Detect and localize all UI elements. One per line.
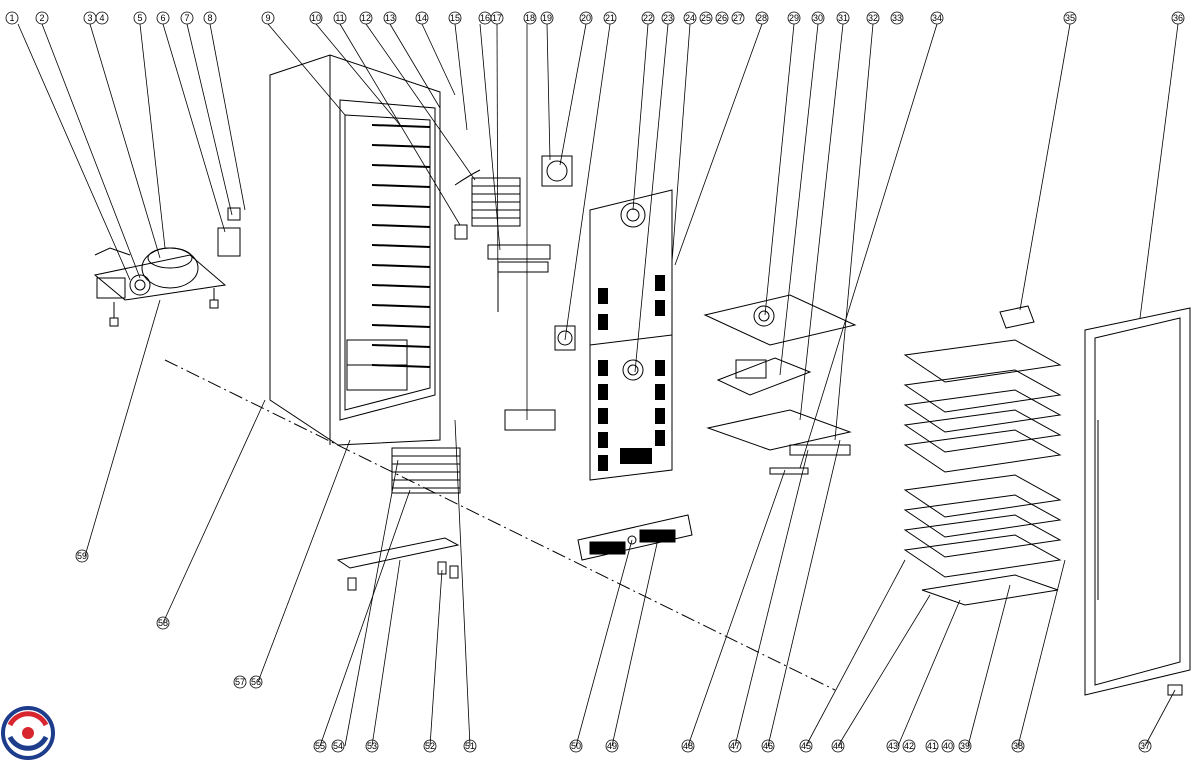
logo-blue-arc [7, 735, 49, 751]
callout-label: 6 [160, 13, 165, 23]
callout-label: 14 [417, 13, 427, 23]
callout-label: 52 [425, 741, 435, 751]
callout-label: 10 [311, 13, 321, 23]
callout-label: 41 [927, 741, 937, 751]
callout-label: 35 [1065, 13, 1075, 23]
callout-label: 12 [361, 13, 371, 23]
callout-label: 31 [838, 13, 848, 23]
logo-center-dot [22, 727, 34, 739]
callout-label: 24 [685, 13, 695, 23]
top-cover [703, 294, 857, 475]
callout-label: 43 [888, 741, 898, 751]
callout-label: 46 [763, 741, 773, 751]
callout-label: 8 [207, 13, 212, 23]
callout-label: 37 [1140, 741, 1150, 751]
callout-labels: 1 2 3 4 5 6 7 8 9 10 11 12 13 14 15 16 1… [9, 13, 1183, 751]
callout-label: 17 [492, 13, 502, 23]
callout-label: 7 [184, 13, 189, 23]
callout-label: 2 [39, 13, 44, 23]
callout-label: 19 [542, 13, 552, 23]
callout-label: 55 [315, 741, 325, 751]
callout-label: 28 [757, 13, 767, 23]
callout-label: 58 [158, 618, 168, 628]
callout-label: 16 [480, 13, 490, 23]
callout-label: 5 [137, 13, 142, 23]
callout-label: 21 [605, 13, 615, 23]
callout-label: 39 [960, 741, 970, 751]
callout-label: 47 [730, 741, 740, 751]
callout-label: 20 [581, 13, 591, 23]
callout-label: 23 [663, 13, 673, 23]
callout-label: 56 [251, 677, 261, 687]
door [1084, 307, 1191, 696]
callout-label: 32 [868, 13, 878, 23]
brand-logo-icon [1, 706, 55, 760]
callout-label: 4 [99, 13, 104, 23]
rear-panel [504, 155, 673, 481]
callout-label: 49 [607, 741, 617, 751]
callout-label: 34 [932, 13, 942, 23]
leader-lines [17, 23, 1179, 747]
callout-label: 11 [335, 13, 344, 23]
callout-label: 59 [77, 551, 87, 561]
logo-outer-ring [1, 706, 55, 760]
callout-label: 1 [9, 13, 14, 23]
callout-label: 22 [643, 13, 653, 23]
compressor-assembly [93, 207, 241, 327]
callout-label: 15 [450, 13, 460, 23]
callout-label: 30 [813, 13, 823, 23]
callout-label: 38 [1013, 741, 1023, 751]
callout-label: 44 [833, 741, 843, 751]
callout-label: 13 [385, 13, 395, 23]
callout-label: 3 [87, 13, 92, 23]
rear-panel-vents [598, 275, 665, 471]
callout-label: 50 [571, 741, 581, 751]
callout-label: 45 [801, 741, 811, 751]
center-axis [164, 359, 836, 691]
callout-label: 25 [701, 13, 711, 23]
condenser-coil [454, 169, 551, 312]
base-bracket [336, 537, 460, 591]
evaporator-coil [391, 447, 461, 494]
callout-circles [5, 11, 1185, 753]
callout-label: 18 [525, 13, 535, 23]
cabinet-body [269, 54, 441, 446]
callout-label: 9 [265, 13, 270, 23]
callout-label: 48 [683, 741, 693, 751]
shelf-stack [903, 305, 1062, 606]
callout-label: 33 [892, 13, 902, 23]
callout-label: 26 [717, 13, 727, 23]
callout-label: 51 [465, 741, 475, 751]
callout-label: 53 [367, 741, 377, 751]
callout-label: 42 [904, 741, 914, 751]
logo-red-arc [7, 711, 49, 727]
callout-label: 57 [235, 677, 245, 687]
callout-label: 36 [1173, 13, 1183, 23]
callout-label: 27 [733, 13, 743, 23]
bottom-grille [577, 514, 693, 561]
callout-label: 29 [789, 13, 799, 23]
callout-label: 40 [943, 741, 953, 751]
callout-label: 54 [333, 741, 343, 751]
